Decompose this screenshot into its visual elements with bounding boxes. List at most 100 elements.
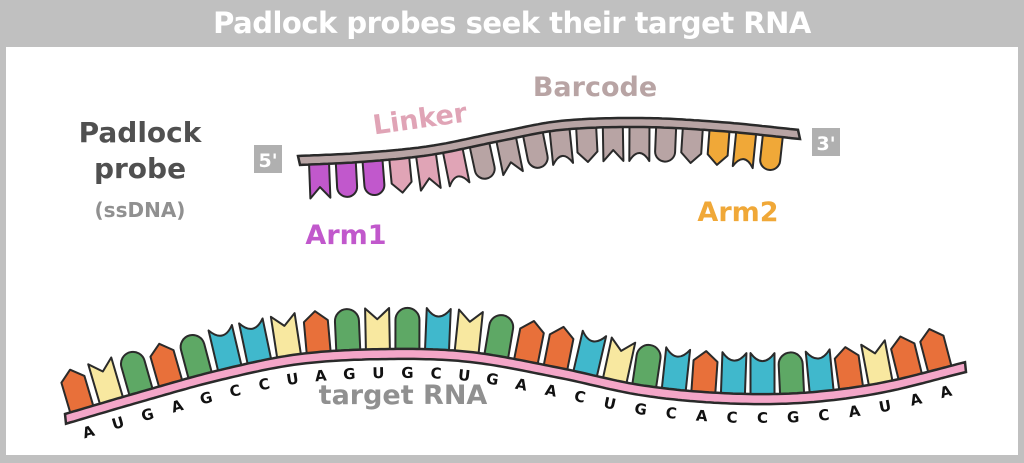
rna-base-shape <box>302 310 332 356</box>
probe-tooth-barcode <box>548 126 575 166</box>
target-rna-label: target RNA <box>319 380 488 411</box>
end-3-badge: 3' <box>812 128 840 156</box>
rna-base-shape <box>179 334 213 381</box>
rna-base-shape <box>690 350 719 395</box>
rna-base-C: C <box>804 348 835 425</box>
rna-base-U: U <box>269 312 302 389</box>
probe-tooth-linker <box>388 154 413 194</box>
probe-tooth-barcode <box>468 140 496 180</box>
rna-base-A: A <box>690 350 719 426</box>
rna-base-letter: C <box>726 408 738 426</box>
rna-base-letter: G <box>139 404 156 425</box>
rna-base-G: G <box>777 351 806 427</box>
rna-base-letter: A <box>908 389 924 409</box>
rna-base-shape <box>269 312 302 360</box>
end-5-label: 5' <box>258 150 277 172</box>
rna-base-shape <box>890 335 924 382</box>
rna-base-letter: C <box>572 387 587 407</box>
probe-tooth-barcode <box>628 123 651 163</box>
end-3-label: 3' <box>816 133 835 155</box>
rna-base-shape <box>119 350 154 397</box>
rna-base-letter: C <box>228 381 243 401</box>
rna-base-shape <box>238 317 273 366</box>
rna-base-letter: G <box>343 365 356 384</box>
rna-base-G: G <box>394 306 421 382</box>
probe-type-label: (ssDNA) <box>95 198 186 222</box>
rna-backbone <box>63 347 968 426</box>
rna-base-letter: A <box>543 381 558 401</box>
rna-base-A: A <box>833 346 865 422</box>
rna-base-A: A <box>513 319 545 395</box>
rna-base-shape <box>601 336 637 385</box>
rna-base-C: C <box>749 352 776 427</box>
rna-base-shape <box>860 339 894 388</box>
rna-base-shape <box>572 329 608 379</box>
rna-base-shape <box>483 314 515 360</box>
probe-tooth-barcode <box>680 125 704 165</box>
probe-tooth-barcode <box>575 124 599 163</box>
probe-backbone <box>296 116 802 167</box>
rna-base-A: A <box>890 335 924 410</box>
rna-base-letter: A <box>314 366 328 385</box>
rna-base-letter: C <box>757 409 768 427</box>
rna-base-letter: U <box>285 369 300 389</box>
rna-base-shape <box>207 323 243 373</box>
rna-base-shape <box>833 346 865 392</box>
rna-base-shape <box>660 346 692 393</box>
probe-tooth-linker <box>441 146 471 188</box>
figure-title: Padlock probes seek their target RNA <box>213 6 811 40</box>
rna-base-C: C <box>207 323 243 401</box>
arm1-label: Arm1 <box>305 220 386 251</box>
probe-tooth-arm2 <box>759 132 784 171</box>
rna-base-U: U <box>453 308 484 385</box>
rna-base-letter: A <box>695 407 708 426</box>
rna-base-letter: A <box>938 382 954 402</box>
probe-tooth-arm1 <box>334 159 359 198</box>
rna-base-shape <box>453 308 484 355</box>
rna-base-C: C <box>238 317 273 395</box>
probe-tooth-arm2 <box>706 127 731 166</box>
end-5-badge: 5' <box>254 145 282 173</box>
rna-base-shape <box>804 348 835 395</box>
rna-base-letter: C <box>257 375 271 395</box>
rna-base-shape <box>364 306 391 352</box>
rna-base-letter: G <box>401 364 413 382</box>
rna-base-shape <box>777 351 806 396</box>
rna-base-C: C <box>424 307 452 383</box>
rna-base-letter: G <box>633 400 648 420</box>
rna-base-G: G <box>333 308 362 384</box>
rna-base-A: A <box>302 310 332 385</box>
rna-base-shape <box>749 352 776 397</box>
rna-base-G: G <box>179 334 215 409</box>
rna-base-letter: A <box>847 402 861 422</box>
rna-base-letter: G <box>198 388 215 409</box>
probe-tooth-barcode <box>521 129 549 169</box>
rna-base-shape <box>513 319 545 366</box>
rna-base-U: U <box>364 306 391 382</box>
rna-base-letter: C <box>430 364 442 382</box>
rna-base-shape <box>333 308 362 353</box>
probe-tooth-arm1 <box>308 160 332 200</box>
probe-tooth-linker <box>414 151 442 192</box>
barcode-label: Barcode <box>533 72 657 103</box>
probe-label-line1: Padlock <box>79 116 203 149</box>
probe-teeth <box>308 123 784 200</box>
rna-base-C: C <box>660 346 692 423</box>
rna-base-shape <box>424 307 452 353</box>
probe-tooth-arm2 <box>731 129 758 170</box>
probe-label-line2: probe <box>94 152 186 185</box>
rna-base-letter: A <box>169 396 185 417</box>
rna-base-G: G <box>631 343 662 420</box>
rna-base-letter: U <box>372 364 385 382</box>
rna-base-C: C <box>719 351 748 427</box>
probe-tooth-arm1 <box>361 157 386 196</box>
rna-base-letter: U <box>457 366 471 385</box>
rna-base-letter: A <box>514 375 529 395</box>
rna-base-letter: C <box>818 406 831 425</box>
rna-base-G: G <box>119 350 156 425</box>
rna-base-letter: C <box>665 404 678 423</box>
rna-base-shape <box>719 351 748 397</box>
linker-label: Linker <box>371 97 470 141</box>
